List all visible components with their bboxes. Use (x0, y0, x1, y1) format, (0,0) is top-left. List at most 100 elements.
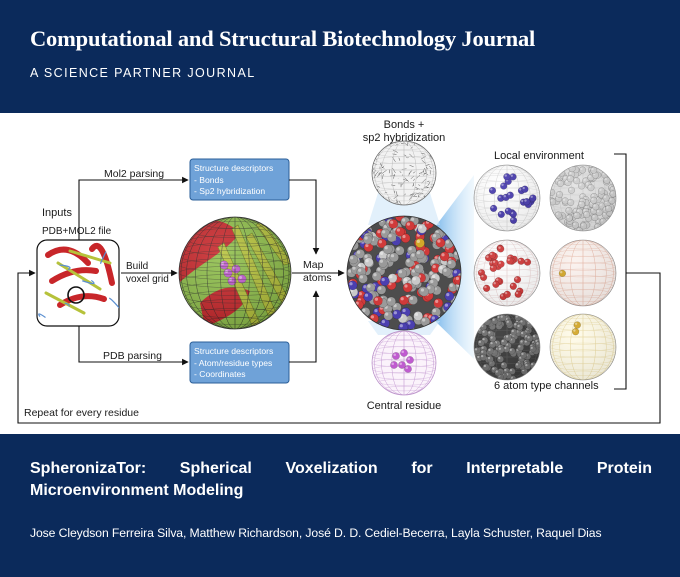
atom (439, 251, 450, 262)
central-residue-sphere (371, 330, 437, 396)
ligand-atom (392, 352, 400, 360)
channel-sphere (473, 164, 541, 232)
atom (441, 267, 452, 277)
sheet (56, 261, 102, 291)
pdb-descriptor-box: Structure descriptors - Atom/residue typ… (189, 341, 290, 384)
atom (415, 249, 425, 260)
channel-sphere (549, 313, 617, 381)
ligand-atom (406, 356, 414, 364)
journal-header: Computational and Structural Biotechnolo… (0, 0, 680, 113)
article-title-line2: Microenvironment Modeling (30, 482, 244, 499)
atom (362, 234, 373, 245)
atom (411, 275, 421, 286)
atom (413, 311, 423, 321)
pdb-parsing-label: PDB parsing (103, 350, 162, 362)
atom (414, 263, 424, 274)
atom (358, 273, 368, 284)
mol2-descriptor-box: Structure descriptors - Bonds - Sp2 hybr… (189, 158, 290, 201)
channel-sphere (473, 239, 541, 307)
pdb-map-arrow (289, 290, 320, 363)
atom (386, 232, 397, 243)
atom (446, 259, 457, 269)
bonds-label: Bonds + (384, 119, 425, 131)
atom (382, 244, 393, 255)
atom (454, 275, 461, 285)
atom (383, 310, 394, 321)
descriptor-item: - Sp2 hybridization (194, 186, 265, 196)
workflow-diagram: Inputs PDB+MOL2 file Mol2 parsing PDB pa… (17, 119, 661, 424)
atom (388, 219, 399, 229)
atom (419, 286, 429, 297)
article-footer: SpheronizaTor: Spherical Voxelization fo… (0, 434, 680, 577)
atom (378, 258, 388, 268)
atom (417, 223, 428, 234)
mol2-arrow (78, 176, 189, 240)
channel-sphere (473, 313, 541, 381)
helix (45, 246, 91, 266)
atom (392, 309, 402, 320)
atom (395, 226, 405, 237)
channel-sphere (549, 164, 617, 232)
repeat-loop-arrow (17, 269, 661, 424)
graphical-abstract: Inputs PDB+MOL2 file Mol2 parsing PDB pa… (0, 113, 680, 434)
sheet (68, 249, 112, 265)
descriptor-item: - Atom/residue types (194, 358, 272, 368)
journal-subtitle: A SCIENCE PARTNER JOURNAL (30, 66, 256, 80)
channels-label: 6 atom type channels (494, 380, 599, 392)
article-title-line1: SpheronizaTor: Spherical Voxelization fo… (30, 460, 652, 477)
sulfur-atom (415, 238, 425, 248)
ligand-atom (404, 365, 412, 373)
mol2-parsing-label: Mol2 parsing (104, 168, 164, 180)
central-residue-label: Central residue (367, 400, 442, 412)
atom (363, 291, 373, 302)
atom (389, 252, 399, 263)
inputs-label: Inputs (42, 207, 72, 219)
channel-sphere (549, 239, 617, 307)
descriptor-item: - Bonds (194, 175, 224, 185)
descriptor-item: - Coordinates (194, 369, 246, 379)
pdb-arrow (78, 326, 189, 366)
atom (379, 276, 390, 286)
descriptor-title: Structure descriptors (194, 163, 273, 173)
atom (394, 245, 405, 256)
atoms-label: atoms (303, 272, 332, 284)
local-environment-label: Local environment (494, 150, 584, 162)
voxel-grid-sphere (178, 216, 292, 330)
article-authors: Jose Cleydson Ferreira Silva, Matthew Ri… (30, 526, 602, 540)
atom (386, 296, 397, 307)
atom (355, 249, 366, 259)
atom (433, 298, 444, 308)
build-label: Build (126, 261, 148, 272)
central-residue-marker (67, 286, 85, 304)
repeat-label: Repeat for every residue (24, 407, 139, 419)
ligand-atom (398, 361, 406, 369)
atom (435, 237, 446, 248)
descriptor-title: Structure descriptors (194, 346, 273, 356)
atom (348, 254, 359, 265)
protein-structure-image (36, 239, 120, 327)
voxel-grid-label: voxel grid (126, 274, 169, 285)
atom (398, 295, 409, 306)
article-title: SpheronizaTor: Spherical Voxelization fo… (30, 458, 652, 502)
mol2-map-arrow (289, 179, 320, 255)
atom (402, 282, 413, 293)
hybridization-label: sp2 hybridization (363, 132, 446, 144)
atom-type-channels (473, 164, 617, 381)
atom (371, 271, 382, 282)
atom (363, 257, 374, 268)
atom (444, 291, 455, 301)
atom (405, 220, 415, 231)
flow-arrows (17, 153, 661, 424)
atom (408, 295, 418, 305)
bond-glow (368, 193, 440, 225)
ligand-atom (400, 349, 408, 357)
journal-title: Computational and Structural Biotechnolo… (30, 26, 536, 51)
ligand-atom (390, 361, 398, 369)
map-label: Map (303, 259, 324, 271)
channels-bracket (614, 153, 627, 390)
atom (377, 238, 387, 249)
helix (89, 242, 115, 286)
file-label: PDB+MOL2 file (42, 226, 112, 237)
atom (400, 233, 411, 243)
